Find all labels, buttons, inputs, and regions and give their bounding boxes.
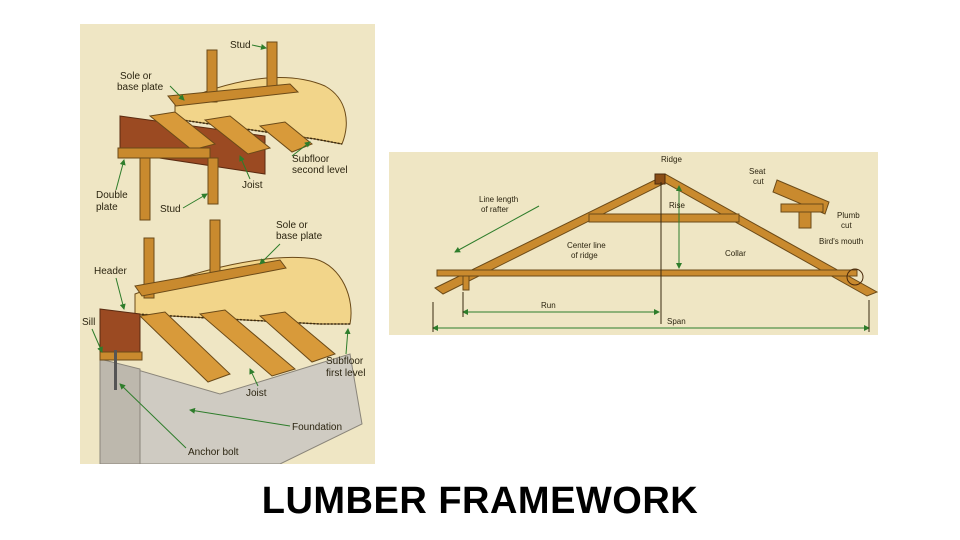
arrow-anchor-bolt [119,383,187,449]
joist-lower-2 [198,309,297,377]
label-ridge: Ridge [661,155,682,164]
ceiling-joist [436,269,858,277]
label-run: Run [541,301,556,310]
label-subfloor-first-2: first level [326,368,365,379]
label-anchor-bolt: Anchor bolt [188,447,239,458]
arrow-joist-upper [239,155,251,180]
subfloor-first-level [134,256,352,325]
joist-upper-1 [148,111,217,151]
joist-upper-2 [203,115,272,155]
arrow-joist-lower [249,368,259,387]
arrow-foundation [189,407,291,427]
wall-plate-left [462,275,470,291]
label-joist-lower: Joist [246,388,267,399]
arrow-sole-plate-mid [259,243,281,265]
label-stud-top: Stud [230,40,251,51]
label-subfloor-second-2: second level [292,165,348,176]
sole-plate-mid [134,259,287,297]
label-line-length-2: of rafter [481,205,509,214]
roof-framing-illustration: Ridge Line length of rafter Rise Seat cu… [389,152,879,335]
label-header: Header [94,266,127,277]
arrow-subfloor-second [291,141,311,157]
slide-title: LUMBER FRAMEWORK [261,480,699,522]
arrow-sill [91,328,103,353]
label-rise: Rise [669,201,686,210]
double-plate [117,147,211,159]
floor-framing-diagram: Stud Sole or base plate Subfloor second … [80,24,375,465]
label-double-plate-2: plate [96,202,118,213]
label-sole-plate-top-2: base plate [117,82,164,93]
label-subfloor-second-1: Subfloor [292,154,330,165]
joist-upper-3 [258,121,313,153]
seat-cut-detail-plate [780,203,824,213]
arrow-double-plate [115,159,126,191]
sole-plate-top [167,83,300,107]
label-sole-plate-mid-1: Sole or [276,220,308,231]
label-center-line-1: Center line [567,241,606,250]
label-span: Span [667,317,686,326]
label-plumb-cut-1: Plumb [837,211,860,220]
arrow-line-length [454,205,540,253]
birds-mouth-marker [846,268,864,286]
stud-lower-left [143,237,155,299]
arrow-sole-plate-top [169,85,185,101]
joist-lower-3 [258,311,336,363]
label-double-plate-1: Double [96,190,128,201]
stud-mid-left [139,157,151,221]
label-collar: Collar [725,249,746,258]
arrow-stud-top [251,44,267,50]
label-seat-cut-1: Seat [749,167,766,176]
label-sill: Sill [82,317,95,328]
label-center-line-2: of ridge [571,251,598,260]
label-stud-mid: Stud [160,204,181,215]
floor-framing-illustration: Stud Sole or base plate Subfloor second … [80,24,375,465]
label-sole-plate-top-1: Sole or [120,71,152,82]
arrow-header [115,277,126,310]
arrow-stud-mid [182,193,208,209]
label-joist-upper: Joist [242,180,263,191]
label-sole-plate-mid-2: base plate [276,231,323,242]
collar-tie [588,213,740,223]
joist-lower-1 [138,311,231,383]
seat-cut-detail-stud [798,211,812,229]
roof-framing-diagram: Ridge Line length of rafter Rise Seat cu… [389,152,879,335]
label-foundation: Foundation [292,422,342,433]
label-plumb-cut-2: cut [841,221,852,230]
ridge-block [654,173,666,185]
stud-mid-right [207,157,219,205]
label-subfloor-first-1: Subfloor [326,356,364,367]
label-line-length-1: Line length [479,195,518,204]
paper-background [389,152,878,335]
sill-plate [99,351,143,361]
label-seat-cut-2: cut [753,177,764,186]
foundation-face [99,358,141,465]
anchor-bolt [114,350,117,390]
arrow-subfloor-first [344,328,351,355]
label-birds-mouth: Bird's mouth [819,237,863,246]
